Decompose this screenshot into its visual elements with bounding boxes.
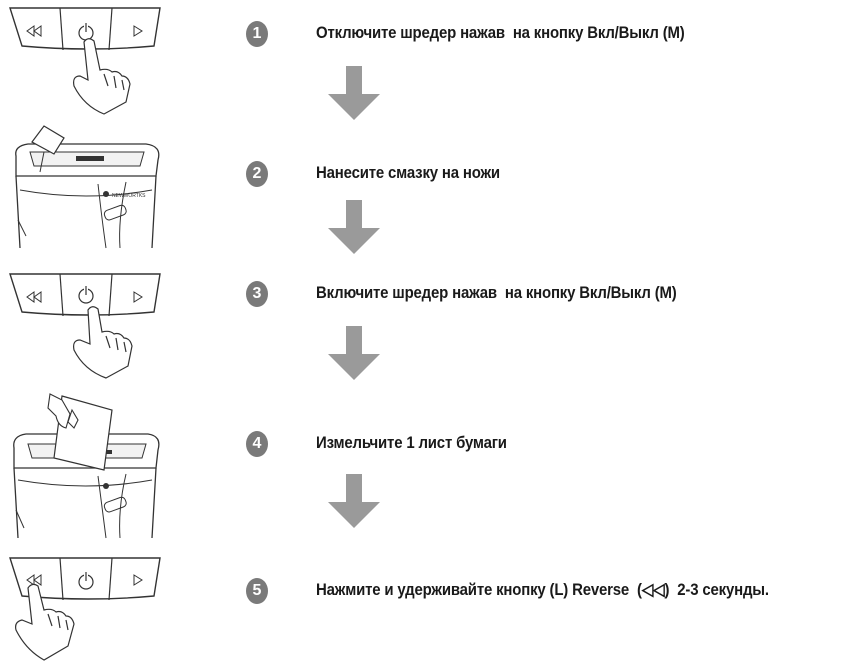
step-text: Нанесите смазку на ножи — [316, 163, 500, 182]
finger-icon — [73, 306, 133, 379]
step-number-badge: 3 — [246, 281, 268, 307]
forward-icon — [133, 291, 143, 303]
down-arrow-icon — [328, 326, 380, 380]
finger-icon — [15, 583, 75, 661]
step-number-badge: 1 — [246, 21, 268, 47]
shredder-paper-illustration — [13, 393, 160, 539]
down-arrow-icon — [328, 66, 380, 120]
step-text: Нажмите и удерживайте кнопку (L) Reverse… — [316, 580, 769, 599]
control-panel-power-illustration-2 — [9, 273, 161, 379]
reverse-icon — [26, 574, 42, 586]
control-panel-power-illustration — [9, 7, 161, 115]
step-number-badge: 2 — [246, 161, 268, 187]
step-number-badge: 4 — [246, 431, 268, 457]
finger-icon — [73, 38, 131, 115]
shredder-oil-illustration: NEWWORTKS — [15, 125, 160, 249]
step-text: Отключите шредер нажав на кнопку Вкл/Вык… — [316, 23, 685, 42]
hand-icon — [47, 393, 79, 429]
reverse-icon — [26, 25, 42, 37]
brand-label: NEWWORTKS — [112, 193, 146, 199]
down-arrow-icon — [328, 474, 380, 528]
power-icon — [78, 571, 94, 590]
step-text: Включите шредер нажав на кнопку Вкл/Выкл… — [316, 283, 677, 302]
reverse-icon — [26, 291, 42, 303]
control-panel-reverse-illustration — [9, 557, 161, 661]
forward-icon — [133, 25, 143, 37]
forward-icon — [133, 574, 143, 586]
step-number-badge: 5 — [246, 578, 268, 604]
power-icon — [78, 285, 94, 304]
oil-bottle-icon — [31, 125, 65, 173]
down-arrow-icon — [328, 200, 380, 254]
step-text: Измельчите 1 лист бумаги — [316, 433, 507, 452]
